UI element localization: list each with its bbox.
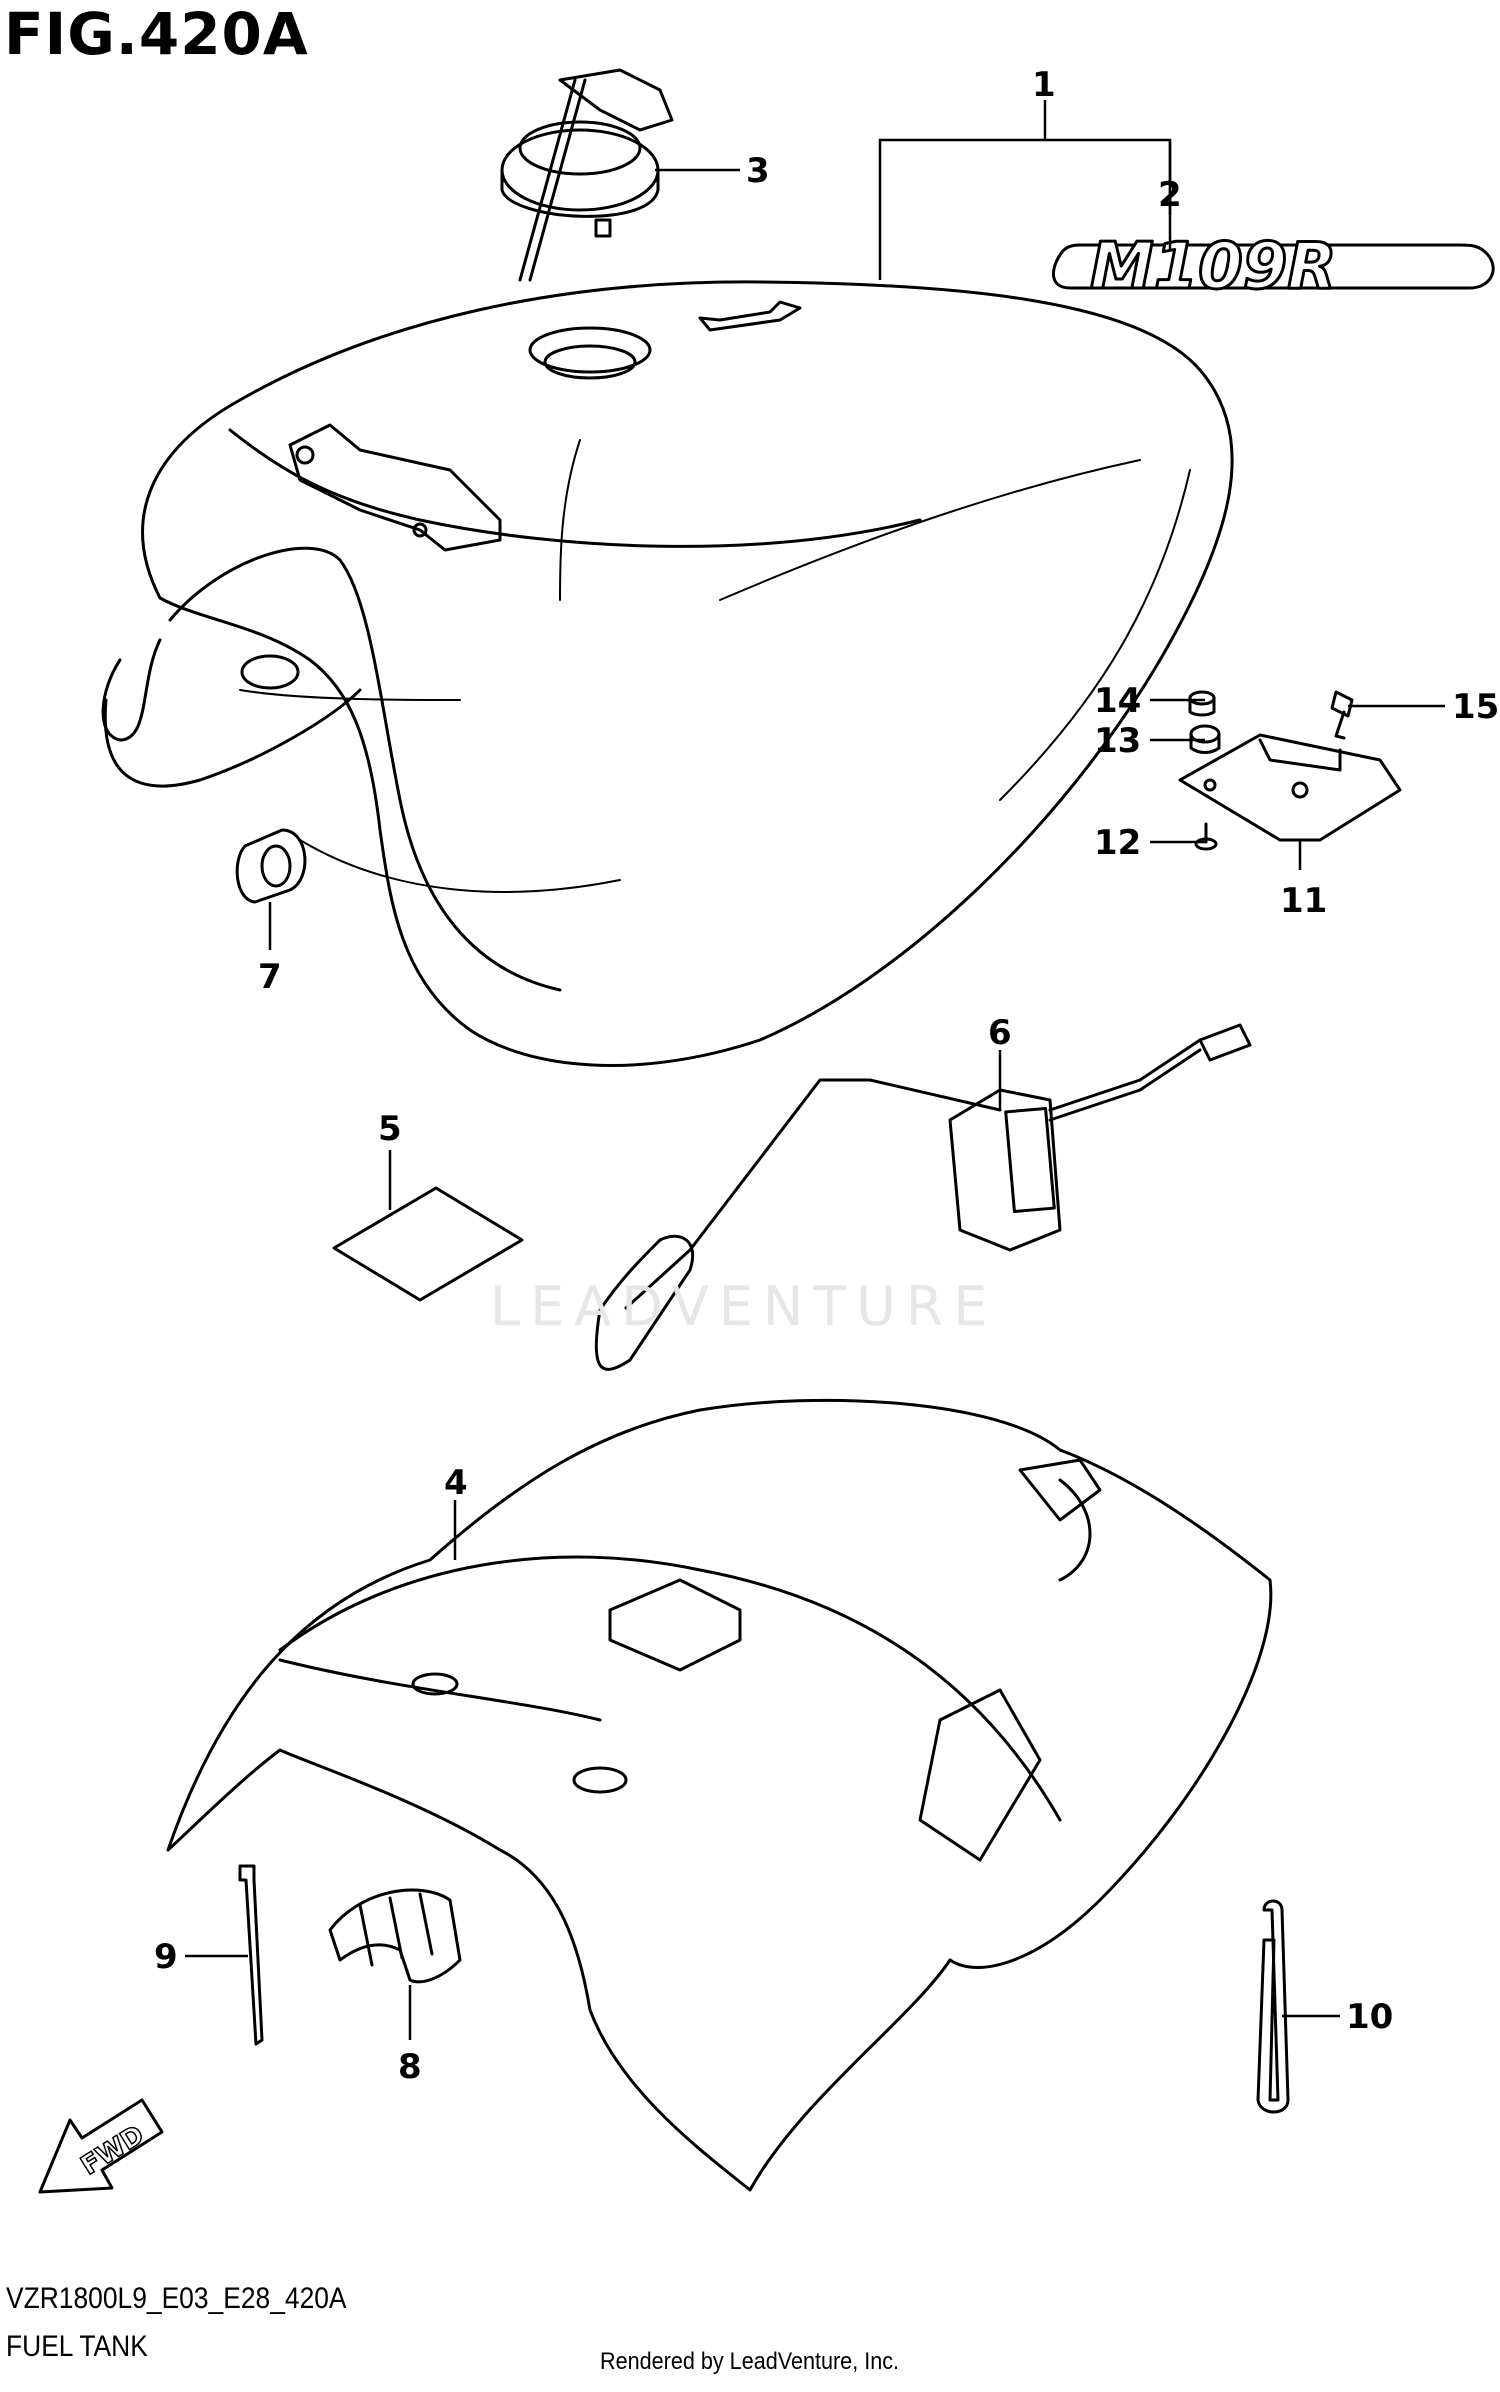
callout-11: 11	[1280, 881, 1327, 921]
callout-5: 5	[378, 1109, 402, 1149]
emblem-text: M109R	[1090, 230, 1337, 304]
leader-lines	[185, 100, 1445, 2040]
fwd-arrow	[38, 2098, 164, 2194]
callout-4: 4	[444, 1463, 468, 1503]
cushion-7	[235, 828, 307, 904]
label-5	[332, 1186, 524, 1302]
callout-8: 8	[398, 2047, 422, 2087]
callout-12: 12	[1094, 823, 1141, 863]
collar-14	[1188, 690, 1216, 717]
fuel-cap	[500, 68, 674, 282]
callout-1: 1	[1032, 65, 1056, 105]
section-name: FUEL TANK	[6, 2330, 148, 2363]
watermark: LEADVENTURE	[490, 1275, 998, 1338]
clamp-band-10	[1256, 1899, 1290, 2114]
callout-13: 13	[1094, 721, 1141, 761]
callout-7: 7	[258, 957, 282, 997]
bracket-11	[1178, 733, 1402, 842]
bolt-12	[1194, 822, 1218, 851]
callout-6: 6	[988, 1013, 1012, 1053]
callouts: 1 2 3 4 5 6 7 8 9 10 11 12 13 14 15	[154, 65, 1499, 2087]
callout-3: 3	[746, 151, 770, 191]
callout-14: 14	[1094, 681, 1141, 721]
emblem	[1051, 243, 1495, 290]
bolt-15	[1330, 690, 1354, 740]
tank-cover	[166, 1398, 1273, 2192]
fuel-tank	[101, 280, 1234, 1067]
callout-2: 2	[1158, 175, 1182, 215]
cable-tie-9	[238, 1864, 264, 2046]
callout-15: 15	[1452, 687, 1499, 727]
rendered-by: Rendered by LeadVenture, Inc.	[600, 2348, 900, 2375]
callout-9: 9	[154, 1937, 178, 1977]
cushion-13	[1189, 724, 1221, 754]
figure-title: FIG.420A	[4, 0, 309, 68]
callout-10: 10	[1346, 1997, 1393, 2037]
clamp-8	[328, 1888, 462, 1984]
model-code: VZR1800L9_E03_E28_420A	[6, 2282, 347, 2315]
